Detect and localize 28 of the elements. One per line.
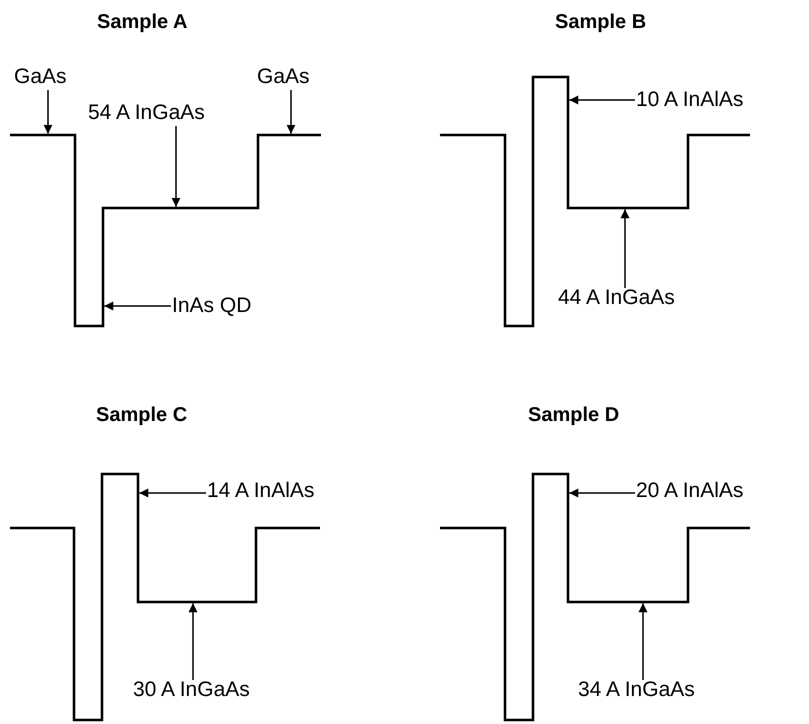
band-profile-drawing [440,76,750,328]
layer-label: 34 A InGaAs [578,678,695,702]
band-profile-drawing [440,472,750,722]
panel-title: Sample A [97,10,188,34]
band-profile-drawing [10,472,320,722]
layer-label: 20 A InAlAs [636,479,744,503]
layer-label: 30 A InGaAs [133,678,250,702]
panel-title: Sample B [555,10,646,34]
band-profile-drawing [10,134,321,328]
leader-arrow [638,603,648,680]
layer-label: 44 A InGaAs [558,286,675,310]
leader-arrow [620,209,630,288]
leader-arrow [139,488,206,498]
layer-label: GaAs [257,65,310,89]
layer-label: 54 A InGaAs [88,101,205,125]
leader-arrow [44,90,52,134]
leader-arrow [569,96,635,104]
panel-title: Sample C [96,403,188,427]
leader-arrow [188,603,198,680]
leader-arrow [569,488,635,498]
layer-label: GaAs [14,65,67,89]
leader-arrow [286,90,296,134]
leader-arrow [104,302,171,310]
layer-label: 14 A InAlAs [207,479,314,503]
panel-title: Sample D [528,403,620,427]
layer-label: 10 A InAlAs [636,88,744,112]
leader-arrow [172,126,180,207]
layer-label: InAs QD [172,294,252,318]
